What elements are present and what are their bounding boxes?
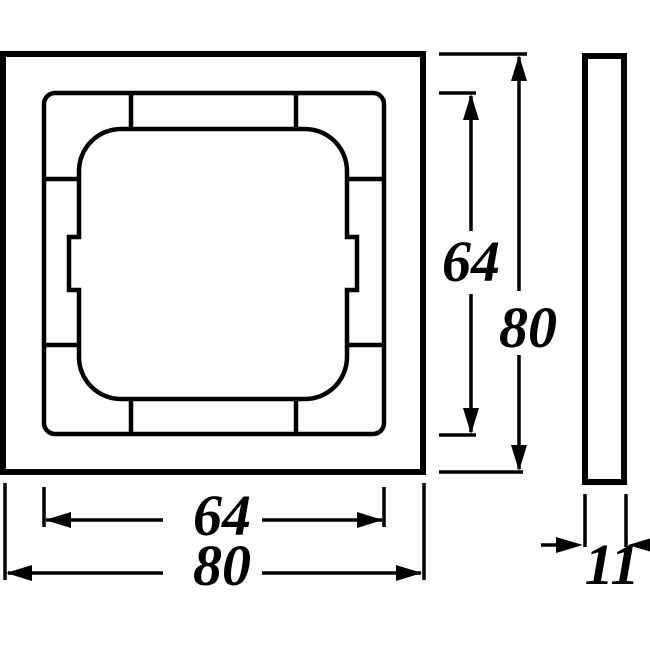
outer-width-label: 80 bbox=[193, 533, 251, 598]
outer-height-label: 80 bbox=[499, 295, 557, 360]
inner-height-label: 64 bbox=[442, 229, 500, 294]
arrow-right-icon bbox=[396, 565, 422, 581]
arrow-left-icon bbox=[45, 512, 71, 528]
arrow-up-icon bbox=[511, 55, 527, 81]
front-view-inner-plate bbox=[41, 90, 387, 437]
arrow-right-icon bbox=[357, 512, 383, 528]
dimension-outer-width: 80 bbox=[3, 483, 426, 598]
arrow-up-icon bbox=[463, 94, 479, 120]
arrow-down-icon bbox=[463, 408, 479, 434]
arrow-left-icon bbox=[6, 565, 32, 581]
arrow-right-icon bbox=[556, 537, 583, 553]
dimension-depth: 11 bbox=[541, 494, 650, 597]
arrow-down-icon bbox=[511, 445, 527, 471]
side-view bbox=[582, 53, 627, 485]
front-view bbox=[0, 51, 426, 475]
front-view-division-lines bbox=[42, 91, 386, 436]
front-view-center-cutout bbox=[66, 126, 360, 402]
depth-label: 11 bbox=[585, 532, 640, 597]
dimension-inner-width: 64 bbox=[42, 483, 386, 548]
side-view-profile bbox=[582, 53, 627, 485]
arrow-left-icon bbox=[628, 538, 650, 552]
dimension-outer-height: 80 bbox=[439, 52, 557, 474]
dimension-inner-height: 64 bbox=[439, 91, 500, 437]
front-view-outer-frame bbox=[0, 51, 426, 475]
inner-width-label: 64 bbox=[193, 483, 251, 548]
